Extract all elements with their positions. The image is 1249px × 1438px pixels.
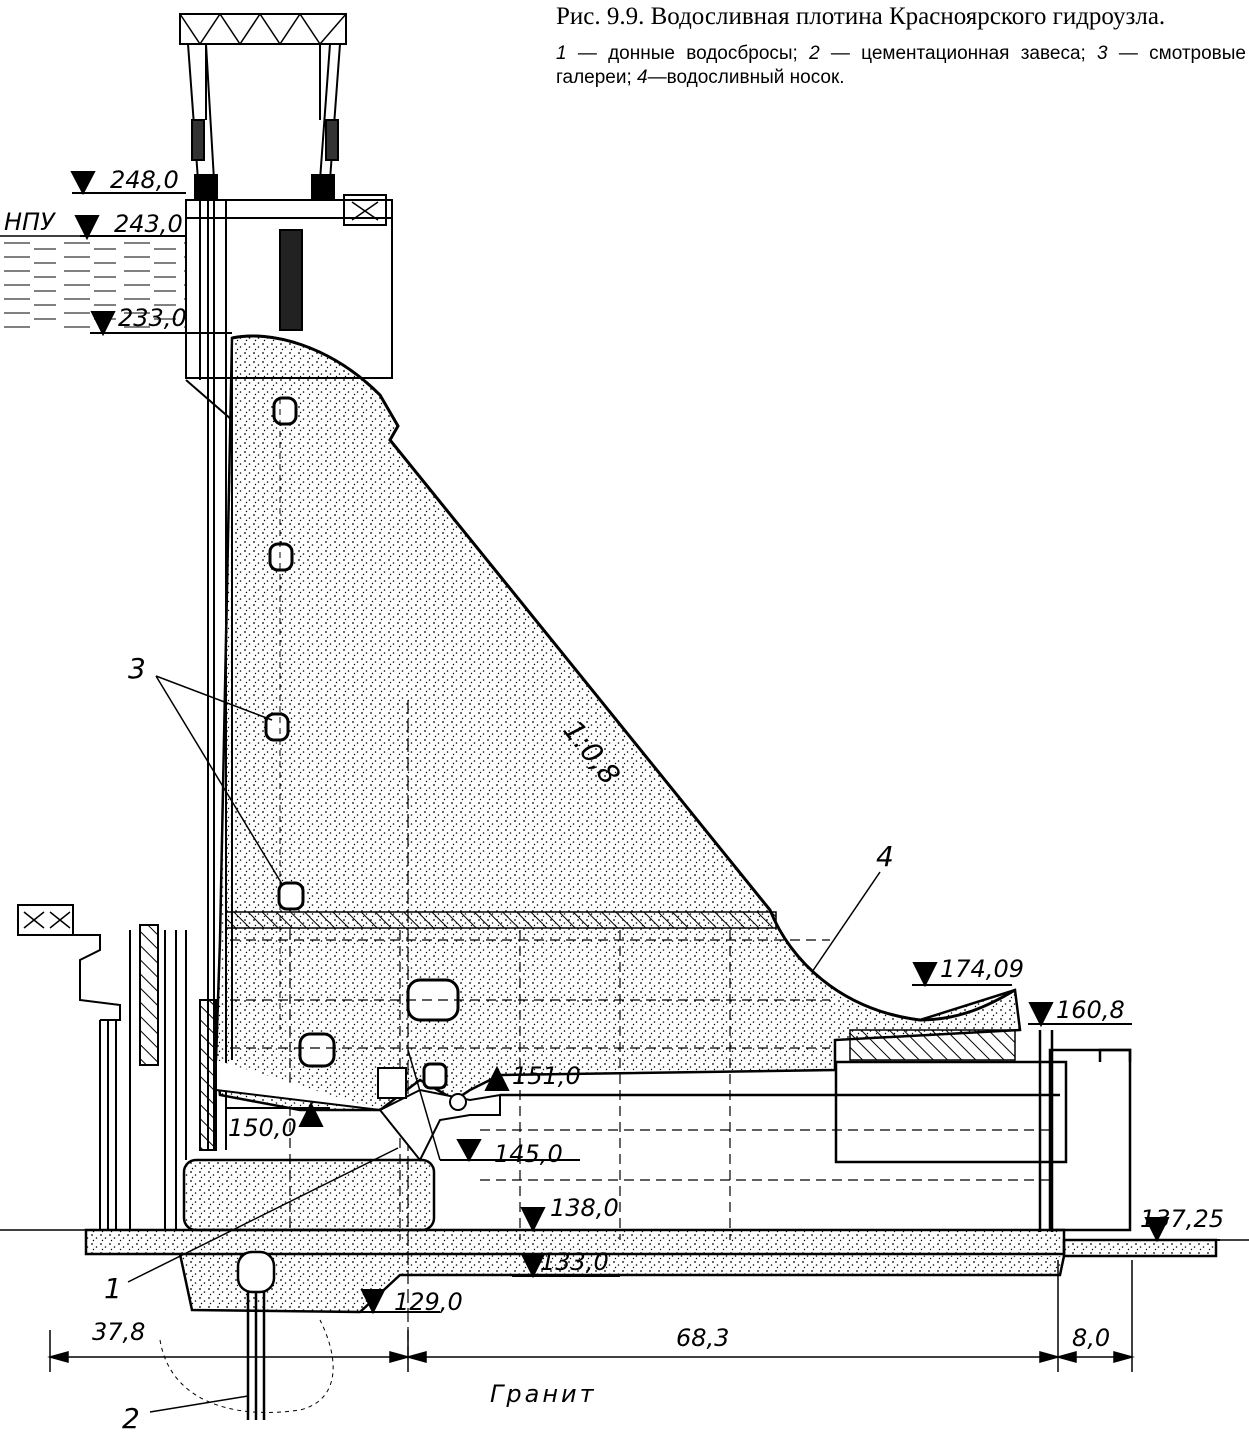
callout-2: 2 <box>122 1402 140 1435</box>
hatched-joint <box>225 911 777 929</box>
legend-text-3: смотровые галереи; <box>556 43 1246 88</box>
elev-233: 233,0 <box>118 304 187 332</box>
elev-138: 138,0 <box>550 1194 619 1222</box>
npu-label: НПУ <box>4 208 56 236</box>
elev-151: 151,0 <box>512 1062 581 1090</box>
legend-num-1: 1 <box>556 43 567 64</box>
legend-dash-1: — <box>577 43 597 64</box>
callout-1: 1 <box>104 1272 122 1305</box>
bottom-outlet <box>215 1060 501 1162</box>
upstream-face-shafts <box>185 200 233 1151</box>
grout-curtain <box>159 1250 334 1420</box>
legend-dash-3: — <box>1118 43 1138 64</box>
dam-crest-structure <box>185 194 393 380</box>
figure-title: Рис. 9.9. Водосливная плотина Красноярск… <box>556 3 1166 30</box>
gantry-crane <box>179 12 347 206</box>
dim-37-8: 37,8 <box>92 1318 145 1346</box>
elev-150: 150,0 <box>228 1114 297 1142</box>
elev-145: 145,0 <box>494 1140 563 1168</box>
legend-num-2: 2 <box>809 43 820 64</box>
elevation-markers <box>70 171 1220 1315</box>
legend-num-4: 4 <box>637 67 648 88</box>
left-structures <box>17 904 187 1230</box>
callout-leaders <box>127 675 881 1413</box>
legend-dash-2: — <box>830 43 850 64</box>
foundation-label: Гранит <box>490 1380 597 1408</box>
elev-129: 129,0 <box>394 1288 463 1316</box>
spillway-face <box>231 334 1016 1022</box>
elev-137: 137,25 <box>1140 1205 1224 1233</box>
legend-text-2: цементационная завеса; <box>861 43 1086 64</box>
elev-160: 160,8 <box>1056 996 1125 1024</box>
legend-text-1: донные водосбросы; <box>608 43 798 64</box>
elev-243: 243,0 <box>114 210 183 238</box>
legend-text-4: водосливный носок. <box>666 67 845 88</box>
dim-68-3: 68,3 <box>676 1324 729 1352</box>
inspection-galleries <box>264 396 460 1090</box>
figure-legend: 1 — донные водосбросы; 2 — цементационна… <box>556 42 1246 90</box>
dashed-grid <box>230 700 1050 1360</box>
legend-num-3: 3 <box>1097 43 1108 64</box>
legend-dash-4: — <box>647 67 667 88</box>
elev-174: 174,09 <box>940 955 1024 983</box>
foundation <box>0 1228 1249 1314</box>
elev-248: 248,0 <box>110 166 179 194</box>
dimension-lines <box>47 1260 1135 1372</box>
callout-3: 3 <box>128 652 146 685</box>
lower-block <box>182 1029 1132 1232</box>
callout-4: 4 <box>876 840 894 873</box>
figure-caption: Рис. 9.9. Водосливная плотина Красноярск… <box>556 0 1246 90</box>
elev-133: 133,0 <box>540 1248 609 1276</box>
dim-8-0: 8,0 <box>1072 1324 1110 1352</box>
